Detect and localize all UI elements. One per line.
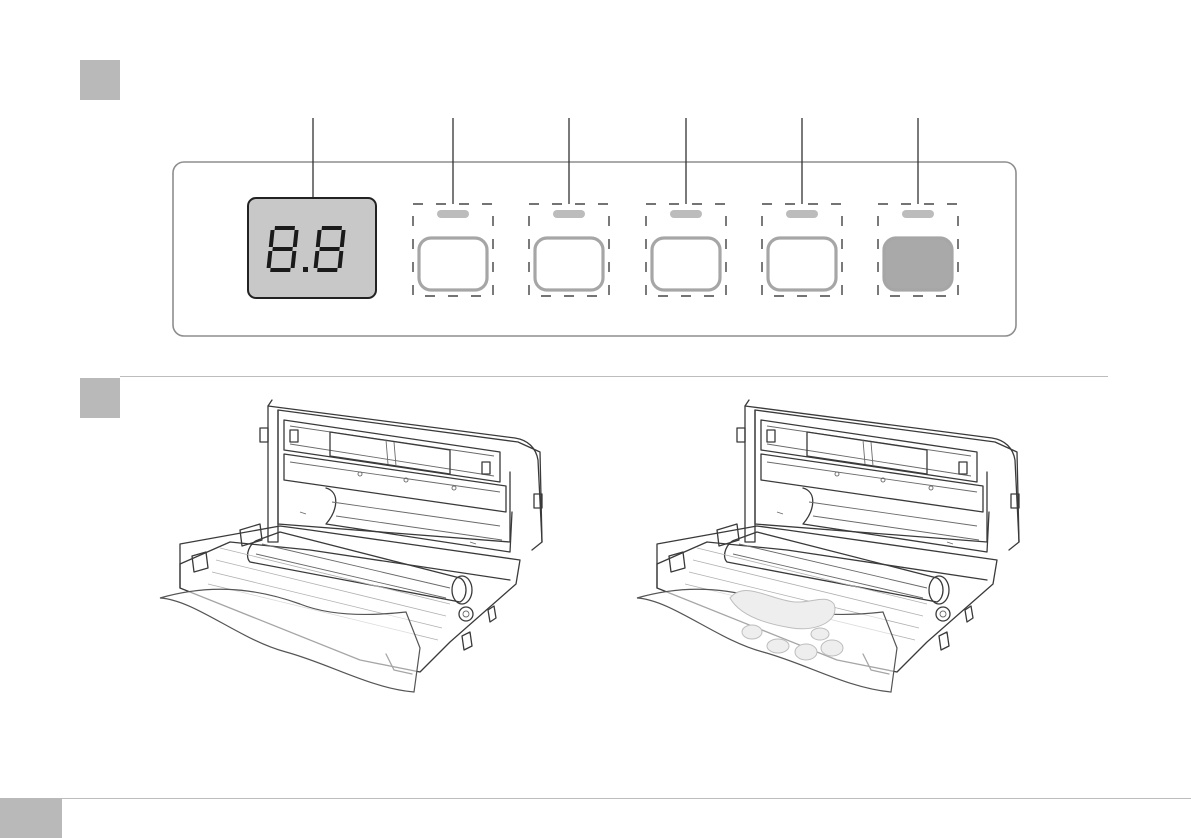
button-led-5 bbox=[902, 210, 934, 218]
sealer-illustration-food-bag bbox=[637, 400, 1019, 692]
digital-display bbox=[248, 198, 376, 298]
food-piece-4 bbox=[821, 640, 843, 656]
display-decimal-point bbox=[303, 267, 308, 272]
button-led-2 bbox=[553, 210, 585, 218]
control-button-5[interactable] bbox=[884, 238, 952, 290]
food-piece-1 bbox=[742, 625, 762, 639]
button-led-4 bbox=[786, 210, 818, 218]
sealer-illustration-empty-bag bbox=[160, 400, 542, 692]
control-button-group-2 bbox=[529, 204, 609, 296]
button-led-3 bbox=[670, 210, 702, 218]
bag-sheet-empty bbox=[160, 589, 420, 692]
button-led-1 bbox=[437, 210, 469, 218]
control-button-1[interactable] bbox=[419, 238, 487, 290]
food-piece-2 bbox=[767, 639, 789, 653]
control-button-3[interactable] bbox=[652, 238, 720, 290]
control-button-group-3 bbox=[646, 204, 726, 296]
callout-lines bbox=[313, 118, 918, 204]
food-piece-5 bbox=[811, 628, 829, 640]
food-piece-3 bbox=[795, 644, 817, 660]
control-button-2[interactable] bbox=[535, 238, 603, 290]
control-button-group-5 bbox=[878, 204, 958, 296]
control-button-group-1 bbox=[413, 204, 493, 296]
control-button-group-4 bbox=[762, 204, 842, 296]
control-button-4[interactable] bbox=[768, 238, 836, 290]
